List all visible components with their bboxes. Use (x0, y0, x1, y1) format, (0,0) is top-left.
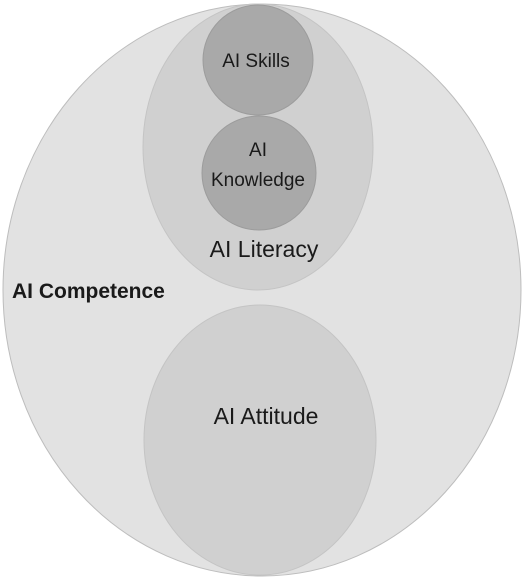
attitude-ellipse (143, 304, 377, 576)
literacy-label: AI Literacy (210, 236, 319, 262)
attitude-label: AI Attitude (214, 403, 319, 429)
skills-circle (202, 4, 314, 116)
knowledge-label-line2: Knowledge (211, 170, 305, 191)
skills-label: AI Skills (222, 51, 290, 72)
knowledge-circle (201, 115, 317, 231)
competence-label: AI Competence (12, 280, 165, 303)
knowledge-label-line1: AI (249, 140, 267, 161)
